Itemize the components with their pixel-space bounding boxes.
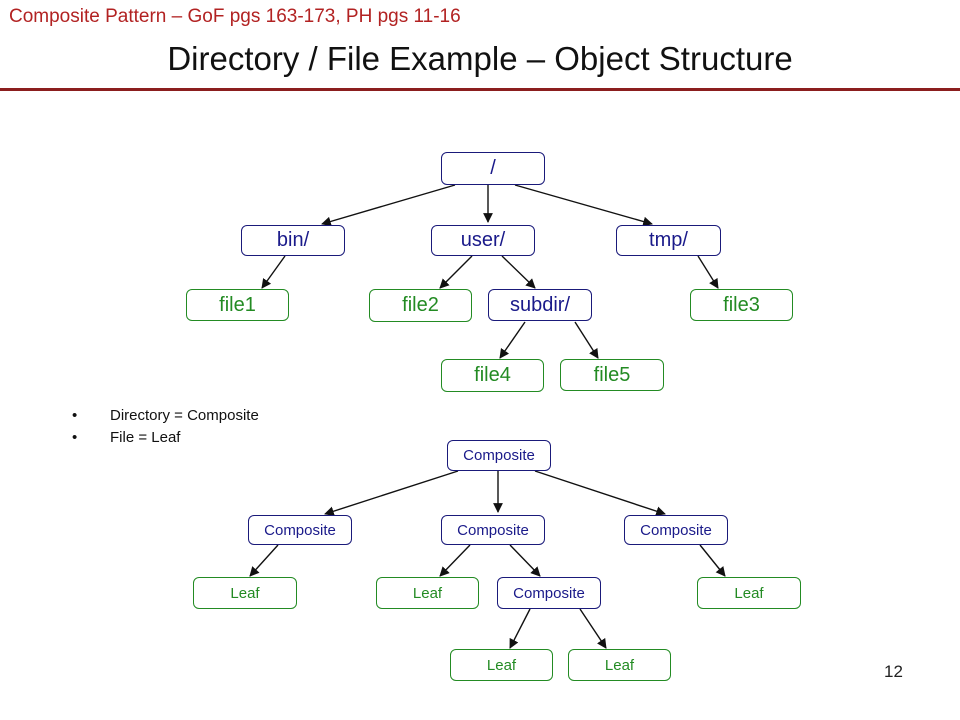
node-leaf-5: Leaf [568,649,671,681]
bullet-glyph: • [72,429,78,446]
bullet-glyph: • [72,407,78,424]
page-number: 12 [884,662,903,681]
edge-user-file2 [439,255,473,289]
node-root-dir: / [441,152,545,185]
node-bin-dir: bin/ [241,225,345,256]
bullet-text: Directory = Composite [110,407,259,424]
bullet-file: • File = Leaf [72,427,259,449]
edge-c-sub-leaf1 [509,608,531,649]
edge-c-root-left [324,470,459,516]
edge-root-tmp [514,184,653,227]
node-user-dir: user/ [431,225,535,256]
node-composite-left: Composite [248,515,352,545]
node-composite-mid: Composite [441,515,545,545]
slide-title: Directory / File Example – Object Struct… [167,40,793,77]
slide-subtitle: Composite Pattern – GoF pgs 163-173, PH … [9,6,461,27]
edge-subdir-file5 [574,321,599,359]
edge-c-sub-leaf2 [579,608,607,649]
edge-user-subdir [501,255,536,289]
node-leaf-1: Leaf [193,577,297,609]
node-tmp-dir: tmp/ [616,225,721,256]
node-leaf-3: Leaf [697,577,801,609]
edge-bin-file1 [261,255,286,289]
node-file5: file5 [560,359,664,391]
node-file2: file2 [369,289,472,322]
node-file4: file4 [441,359,544,392]
node-composite-right: Composite [624,515,728,545]
edge-c-mid-comp [509,544,541,577]
edge-root-bin [321,184,456,227]
title-divider [0,88,960,91]
node-file1: file1 [186,289,289,321]
legend-bullets: • Directory = Composite • File = Leaf [72,405,259,449]
edge-c-right-leaf [699,544,726,577]
node-file3: file3 [690,289,793,321]
node-subdir: subdir/ [488,289,592,321]
edge-c-left-leaf [249,544,279,577]
node-composite-sub: Composite [497,577,601,609]
node-leaf-2: Leaf [376,577,479,609]
node-composite-root: Composite [447,440,551,471]
edge-tmp-file3 [697,255,719,289]
edge-subdir-file4 [499,321,526,359]
bullet-text: File = Leaf [110,429,181,446]
bullet-directory: • Directory = Composite [72,405,259,427]
edge-c-root-right [534,470,666,516]
edge-c-mid-leaf [439,544,471,577]
node-leaf-4: Leaf [450,649,553,681]
